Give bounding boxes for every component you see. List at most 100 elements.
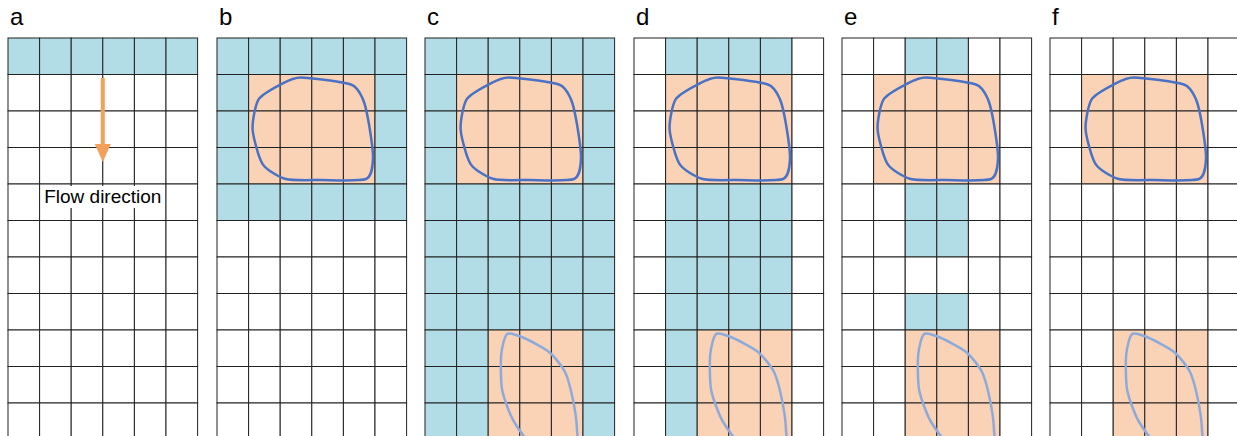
- grid-cell: [1082, 294, 1114, 331]
- grid-cell: [697, 111, 729, 148]
- grid-cell: [1113, 184, 1145, 221]
- grid-cell: [249, 38, 281, 75]
- grid-cell: [103, 111, 135, 148]
- grid-cell: [1000, 403, 1032, 436]
- grid-cell: [968, 367, 1000, 404]
- grid-cell: [425, 221, 457, 258]
- grid-cell: [1113, 257, 1145, 294]
- grid-cell: [1208, 184, 1237, 221]
- grid-cell: [280, 111, 312, 148]
- grid-cell: [134, 257, 166, 294]
- grid-cell: [312, 294, 344, 331]
- grid-cell: [937, 367, 969, 404]
- grid-cell: [937, 221, 969, 258]
- grid-cell: [375, 294, 407, 331]
- grid-cell: [166, 294, 198, 331]
- grid-cell: [71, 221, 103, 258]
- grid-cell: [457, 38, 489, 75]
- grid-cell: [666, 294, 698, 331]
- grid-cell: [166, 257, 198, 294]
- grid-cell: [425, 403, 457, 436]
- grid-cell: [520, 38, 552, 75]
- panel-letter: a: [10, 4, 23, 30]
- grid-cell: [760, 38, 792, 75]
- grid-cell: [134, 75, 166, 112]
- grid-cell: [634, 403, 666, 436]
- grid-cell: [551, 367, 583, 404]
- grid-cell: [280, 330, 312, 367]
- grid-cell: [1208, 111, 1237, 148]
- grid-cell: [312, 367, 344, 404]
- grid-cell: [1145, 221, 1177, 258]
- grid-cell: [249, 367, 281, 404]
- grid-cell: [40, 257, 72, 294]
- grid-cell: [312, 184, 344, 221]
- grid-cell: [634, 221, 666, 258]
- grid-cell: [1000, 184, 1032, 221]
- grid-cell: [103, 403, 135, 436]
- grid-cell: [1050, 111, 1082, 148]
- grid-cell: [71, 367, 103, 404]
- grid-cell: [488, 184, 520, 221]
- grid-cell: [520, 330, 552, 367]
- grid-cell: [1082, 257, 1114, 294]
- grid-cell: [134, 38, 166, 75]
- grid-cell: [634, 38, 666, 75]
- panel-letter: b: [219, 4, 232, 30]
- grid-cell: [520, 403, 552, 436]
- grid-cell: [40, 403, 72, 436]
- grid-cell: [792, 221, 824, 258]
- grid-cell: [488, 257, 520, 294]
- grid-cell: [249, 221, 281, 258]
- grid-cell: [166, 330, 198, 367]
- grid-cell: [583, 184, 615, 221]
- grid-cell: [1000, 221, 1032, 258]
- grid-cell: [280, 403, 312, 436]
- grid-cell: [312, 148, 344, 185]
- grid-cell: [1145, 111, 1177, 148]
- grid-cell: [1176, 184, 1208, 221]
- grid-cell: [8, 221, 40, 258]
- grid-cell: [343, 148, 375, 185]
- grid-cell: [634, 257, 666, 294]
- grid-cell: [842, 148, 874, 185]
- grid-cell: [425, 184, 457, 221]
- grid-cell: [375, 403, 407, 436]
- grid-cell: [937, 38, 969, 75]
- grid-cell: [874, 38, 906, 75]
- grid-cell: [1176, 257, 1208, 294]
- grid-cell: [375, 148, 407, 185]
- grid-cell: [1208, 257, 1237, 294]
- grid-cell: [760, 367, 792, 404]
- grid-cell: [280, 38, 312, 75]
- grid-cell: [457, 403, 489, 436]
- grid-cell: [280, 221, 312, 258]
- grid-cell: [8, 75, 40, 112]
- grid-cell: [583, 330, 615, 367]
- grid-cell: [1176, 38, 1208, 75]
- grid-cell: [760, 221, 792, 258]
- grid-cell: [1000, 75, 1032, 112]
- grid-cell: [634, 111, 666, 148]
- grid-cell: [71, 257, 103, 294]
- grid-cell: [666, 367, 698, 404]
- grid-cell: [103, 330, 135, 367]
- grid-cell: [217, 75, 249, 112]
- grid-cell: [729, 367, 761, 404]
- grid-cell: [634, 330, 666, 367]
- panel-letter: e: [844, 4, 857, 30]
- grid-cell: [551, 294, 583, 331]
- grid-cell: [1113, 403, 1145, 436]
- grid-cell: [1000, 367, 1032, 404]
- grid-cell: [457, 330, 489, 367]
- grid-cell: [425, 294, 457, 331]
- grid-cell: [40, 75, 72, 112]
- grid-cell: [729, 257, 761, 294]
- grid-cell: [551, 148, 583, 185]
- grid-cell: [792, 330, 824, 367]
- grid-cell: [905, 38, 937, 75]
- grid-cell: [666, 221, 698, 258]
- grid-cell: [842, 111, 874, 148]
- grid-cell: [71, 330, 103, 367]
